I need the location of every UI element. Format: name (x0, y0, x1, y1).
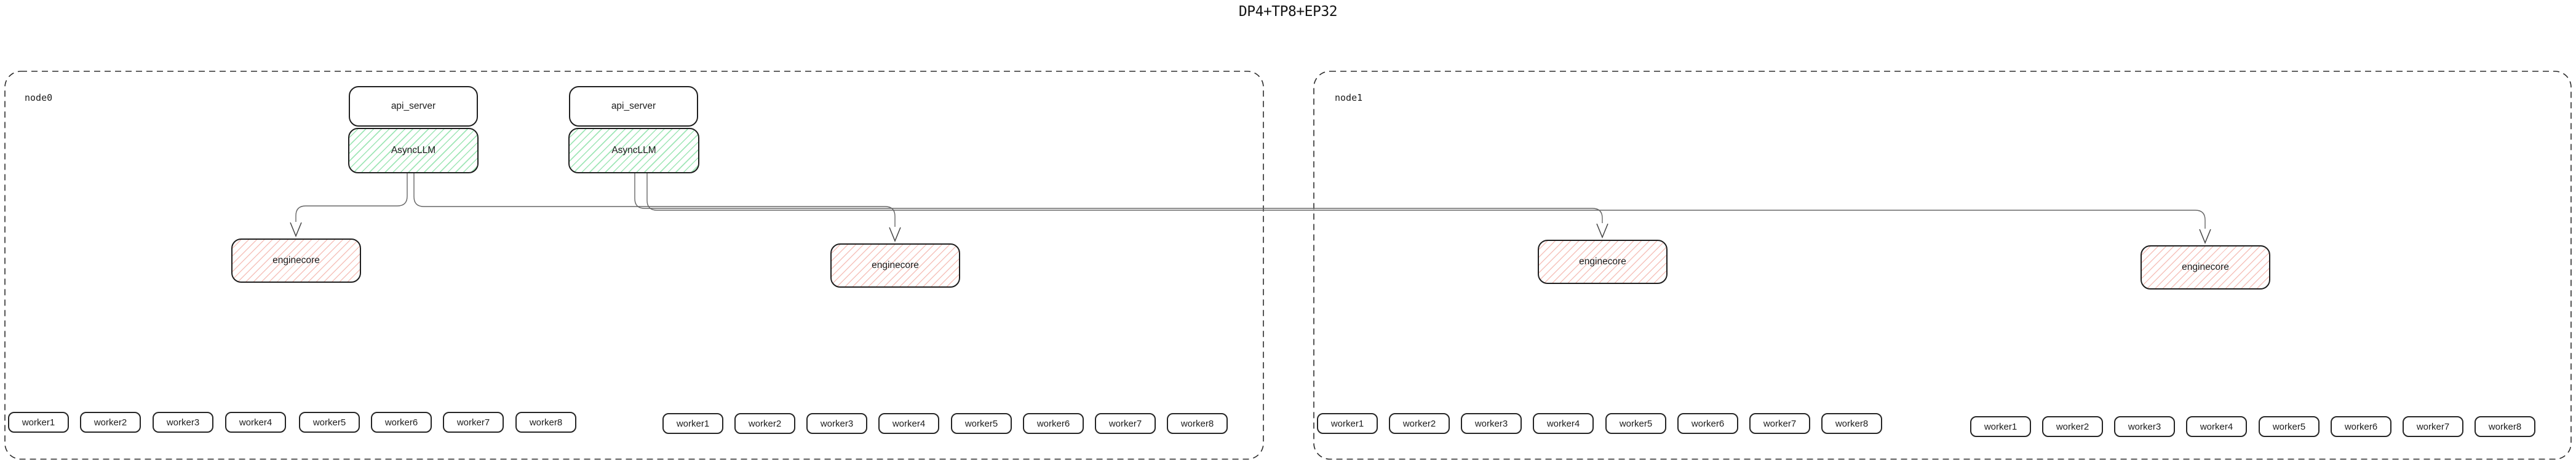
worker-box: worker1 (1317, 413, 1378, 434)
worker-box: worker2 (734, 413, 795, 434)
worker-box: worker4 (225, 412, 286, 433)
asyncllm-box-1: AsyncLLM (348, 128, 479, 173)
worker-box: worker1 (8, 412, 69, 433)
node0-label: node0 (25, 92, 53, 103)
worker-box: worker6 (1023, 413, 1084, 434)
node1-border (1313, 71, 2572, 460)
connector-asyncllm2-enginecore4 (646, 173, 2206, 229)
diagram-title: DP4+TP8+EP32 (1238, 4, 1338, 20)
connector-asyncllm2-enginecore3 (634, 173, 1603, 223)
worker-box: worker7 (1095, 413, 1156, 434)
worker-box: worker2 (1389, 413, 1450, 434)
arrowhead-enginecore1 (290, 222, 302, 237)
worker-box: worker3 (806, 413, 867, 434)
asyncllm-box-2: AsyncLLM (568, 128, 699, 173)
connector-asyncllm1-enginecore1 (295, 173, 408, 222)
worker-box: worker6 (371, 412, 432, 433)
worker-box: worker5 (1605, 413, 1666, 434)
worker-box: worker4 (2186, 416, 2247, 437)
worker-box: worker8 (1167, 413, 1228, 434)
worker-box: worker8 (515, 412, 576, 433)
worker-box: worker5 (951, 413, 1012, 434)
arrowhead-enginecore2 (889, 227, 901, 242)
enginecore-box-3: enginecore (1538, 240, 1668, 284)
enginecore-box-1: enginecore (231, 238, 361, 283)
worker-box: worker8 (2475, 416, 2535, 437)
worker-box: worker7 (2403, 416, 2463, 437)
worker-box: worker5 (299, 412, 360, 433)
worker-box: worker2 (2042, 416, 2103, 437)
worker-box: worker1 (662, 413, 723, 434)
api-server-box-2: api_server (569, 86, 698, 127)
worker-box: worker6 (2331, 416, 2391, 437)
api-server-box-1: api_server (349, 86, 478, 127)
worker-box: worker4 (1533, 413, 1594, 434)
worker-box: worker3 (2114, 416, 2175, 437)
enginecore-box-2: enginecore (830, 243, 960, 288)
worker-box: worker2 (80, 412, 141, 433)
worker-box: worker8 (1821, 413, 1882, 434)
connector-asyncllm1-enginecore2 (413, 173, 896, 227)
arrowhead-enginecore3 (1596, 223, 1608, 238)
worker-box: worker7 (1749, 413, 1810, 434)
worker-box: worker6 (1677, 413, 1738, 434)
worker-box: worker5 (2259, 416, 2320, 437)
worker-box: worker4 (878, 413, 939, 434)
arrowhead-enginecore4 (2199, 229, 2211, 244)
worker-box: worker7 (443, 412, 504, 433)
worker-box: worker1 (1970, 416, 2031, 437)
worker-box: worker3 (1461, 413, 1522, 434)
node1-label: node1 (1335, 92, 1363, 103)
enginecore-box-4: enginecore (2141, 245, 2270, 290)
worker-box: worker3 (153, 412, 213, 433)
